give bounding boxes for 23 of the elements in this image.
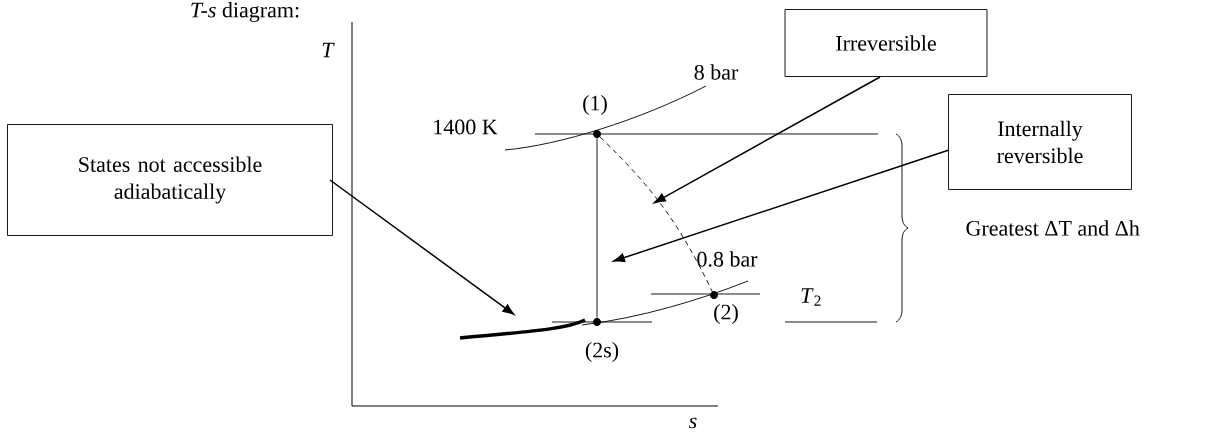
axis-label: T xyxy=(322,42,335,58)
text-box: Internally reversible xyxy=(948,94,1132,190)
brace-label: Greatest ΔT and Δh xyxy=(966,220,1140,236)
temperature-label: 1400 K xyxy=(434,119,498,135)
title: T-s diagram: xyxy=(191,2,299,22)
state-label: (2) xyxy=(714,304,738,324)
temperature-label: T$_{2}$ xyxy=(801,288,821,306)
axis-label: s xyxy=(689,417,697,429)
thick-curve xyxy=(459,318,586,340)
isobar-label: 8 bar xyxy=(694,64,739,80)
text-box: Irreversible xyxy=(784,9,988,77)
leader-arrow xyxy=(654,76,881,204)
state-point xyxy=(593,318,601,326)
leader-arrow xyxy=(613,149,950,263)
isobar-label: 0.8 bar xyxy=(697,251,758,267)
state-point xyxy=(710,291,718,299)
leader-arrow xyxy=(329,179,515,315)
process-curve xyxy=(599,136,713,292)
text-box: States not accessible adiabatically xyxy=(7,124,333,236)
process-line xyxy=(596,137,598,319)
state-label: (2s) xyxy=(585,342,619,362)
state-point xyxy=(593,130,601,138)
state-label: (1) xyxy=(583,95,607,115)
